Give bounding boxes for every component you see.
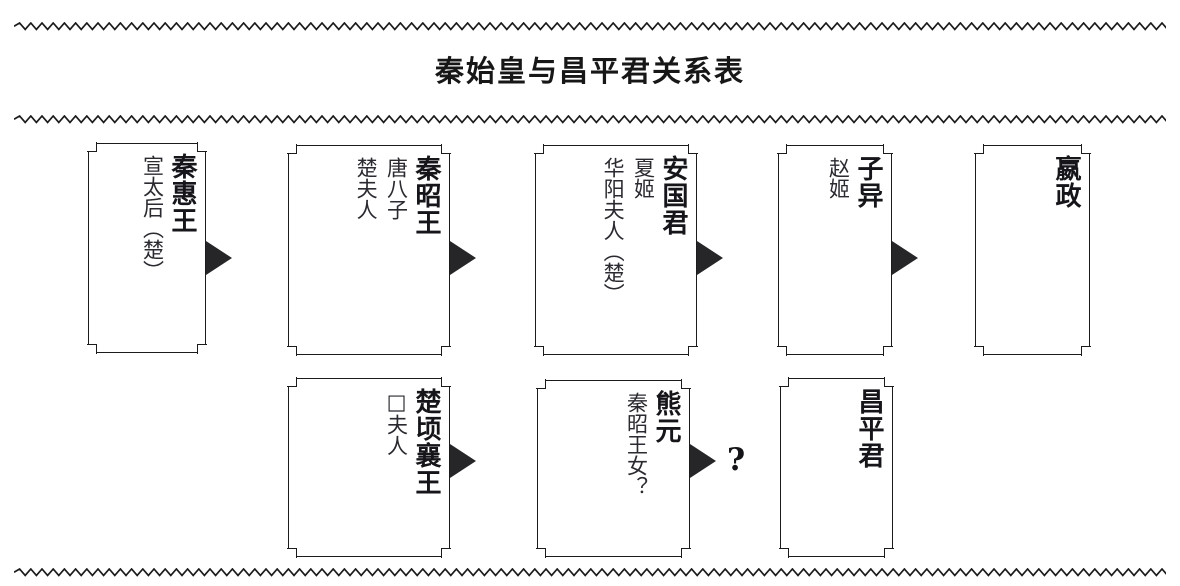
arrow-right-icon: [690, 444, 716, 478]
card-secondary-name: □夫人: [384, 390, 409, 456]
card-notch-tr: [197, 142, 207, 152]
card-text-columns: 楚顷襄王□夫人: [289, 379, 449, 556]
uncertain-relation-question-mark: ?: [727, 442, 746, 478]
arrow-right-icon: [697, 241, 723, 275]
card-notch-br: [883, 346, 893, 356]
card-notch-tl: [87, 142, 97, 152]
arrow-right-icon: [450, 444, 476, 478]
card-text-columns: 秦昭王唐八子楚夫人: [289, 146, 449, 354]
card-notch-br: [441, 346, 451, 356]
card-secondary-name: 楚夫人: [354, 157, 379, 220]
card-notch-bl: [779, 548, 789, 558]
card-notch-tl: [536, 379, 546, 389]
card-notch-tl: [779, 377, 789, 387]
person-card-qin-hui-wang[interactable]: 秦惠王宣太后（楚）: [87, 142, 207, 354]
card-notch-br: [681, 548, 691, 558]
card-primary-name: 嬴政: [1051, 155, 1081, 209]
card-notch-tr: [688, 144, 698, 154]
card-primary-name: 秦昭王: [411, 155, 441, 236]
card-notch-br: [1081, 346, 1091, 356]
card-notch-br: [197, 344, 207, 354]
card-secondary-name: 秦昭王女？: [624, 392, 649, 497]
card-notch-tr: [884, 377, 894, 387]
card-notch-br: [884, 548, 894, 558]
person-card-qin-zhao-wang[interactable]: 秦昭王唐八子楚夫人: [287, 144, 451, 356]
card-secondary-name: 宣太后（楚）: [140, 155, 165, 281]
person-card-an-guo-jun[interactable]: 安国君夏姬华阳夫人（楚）: [534, 144, 698, 356]
card-text-columns: 安国君夏姬华阳夫人（楚）: [536, 146, 696, 354]
card-text-columns: 昌平君: [781, 379, 892, 556]
card-text-columns: 秦惠王宣太后（楚）: [89, 144, 205, 352]
card-primary-name: 楚顷襄王: [411, 388, 441, 496]
card-notch-bl: [974, 346, 984, 356]
card-text-columns: 熊元秦昭王女？: [538, 381, 689, 556]
card-primary-name: 熊元: [651, 390, 681, 444]
card-notch-tr: [441, 377, 451, 387]
card-notch-tl: [534, 144, 544, 154]
card-notch-tl: [287, 377, 297, 387]
card-notch-tr: [441, 144, 451, 154]
person-card-chang-ping-jun[interactable]: 昌平君: [779, 377, 894, 558]
card-notch-tl: [287, 144, 297, 154]
card-primary-name: 子异: [853, 155, 883, 209]
bottom-wavy-rule: [14, 568, 1166, 580]
person-card-xiong-yuan[interactable]: 熊元秦昭王女？: [536, 379, 691, 558]
card-notch-bl: [87, 344, 97, 354]
card-notch-tr: [1081, 144, 1091, 154]
card-notch-bl: [287, 548, 297, 558]
top-wavy-rule: [14, 22, 1166, 34]
title-underline-wavy-rule: [14, 115, 1166, 127]
card-notch-bl: [777, 346, 787, 356]
card-primary-name: 安国君: [658, 155, 688, 236]
card-notch-bl: [287, 346, 297, 356]
person-card-chu-qingxiang-wang[interactable]: 楚顷襄王□夫人: [287, 377, 451, 558]
card-text-columns: 子异赵姬: [779, 146, 891, 354]
card-text-columns: 嬴政: [976, 146, 1089, 354]
arrow-right-icon: [892, 241, 918, 275]
card-secondary-name: 唐八子: [384, 157, 409, 220]
arrow-right-icon: [206, 241, 232, 275]
arrow-right-icon: [450, 241, 476, 275]
card-primary-name: 昌平君: [854, 388, 884, 469]
page-title: 秦始皇与昌平君关系表: [434, 54, 745, 88]
card-notch-bl: [534, 346, 544, 356]
card-secondary-name: 华阳夫人（楚）: [601, 157, 626, 304]
card-notch-tl: [974, 144, 984, 154]
person-card-ying-zheng[interactable]: 嬴政: [974, 144, 1091, 356]
card-secondary-name: 夏姬: [631, 157, 656, 199]
person-card-zi-yi[interactable]: 子异赵姬: [777, 144, 893, 356]
card-notch-tr: [681, 379, 691, 389]
card-notch-tr: [883, 144, 893, 154]
card-primary-name: 秦惠王: [167, 153, 197, 234]
card-secondary-name: 赵姬: [826, 157, 851, 199]
card-notch-br: [441, 548, 451, 558]
card-notch-tl: [777, 144, 787, 154]
card-notch-br: [688, 346, 698, 356]
card-notch-bl: [536, 548, 546, 558]
